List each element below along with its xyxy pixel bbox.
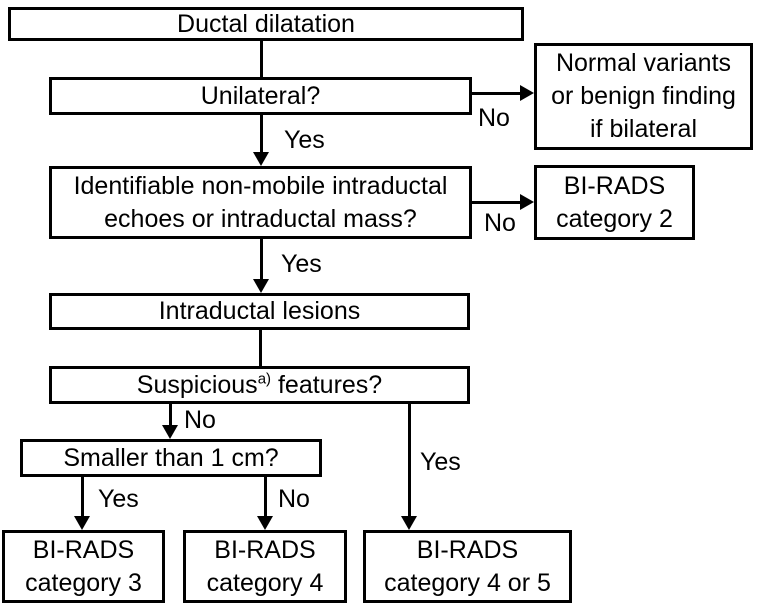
edge-label-unilateral-no: No	[478, 104, 510, 132]
arrowhead-smaller-to-birads3	[74, 516, 90, 530]
node-birads-category-4: BI-RADS category 4	[183, 530, 347, 603]
connector-lesions-to-suspicious	[259, 330, 262, 366]
node-birads-category-4-line2: category 4	[206, 568, 324, 597]
connector-suspicious-to-smaller	[169, 404, 172, 426]
arrowhead-identifiable-to-lesions	[253, 279, 269, 293]
node-unilateral: Unilateral?	[49, 77, 472, 115]
node-birads-category-3: BI-RADS category 3	[2, 530, 165, 603]
edge-label-suspicious-no: No	[184, 406, 216, 434]
node-birads-category-4-or-5-line1: BI-RADS	[416, 535, 519, 564]
node-normal-variants: Normal variants or benign finding if bil…	[534, 43, 753, 150]
node-intraductal-lesions: Intraductal lesions	[49, 293, 470, 330]
connector-smaller-to-birads3	[81, 477, 84, 517]
arrowhead-suspicious-to-smaller	[162, 425, 178, 439]
node-suspicious-features: Suspiciousa) features?	[49, 366, 470, 404]
node-normal-variants-line2: or benign finding	[551, 82, 736, 110]
node-suspicious-features-text: Suspiciousa) features?	[137, 369, 382, 402]
arrowhead-suspicious-to-birads45	[401, 516, 417, 530]
suspicious-footnote-marker: a)	[257, 370, 272, 388]
edge-label-unilateral-yes: Yes	[284, 126, 325, 154]
node-smaller-than-1cm: Smaller than 1 cm?	[20, 439, 322, 477]
connector-unilateral-to-identifiable	[260, 115, 263, 153]
node-birads-category-2: BI-RADS category 2	[534, 165, 695, 240]
edge-label-identifiable-yes: Yes	[281, 250, 322, 278]
node-intraductal-lesions-label: Intraductal lesions	[158, 297, 361, 325]
edge-label-smaller-no: No	[278, 485, 310, 513]
node-identifiable-echoes: Identifiable non-mobile intraductal echo…	[49, 166, 472, 239]
node-normal-variants-line3: if bilateral	[590, 115, 697, 143]
node-birads-category-2-line1: BI-RADS	[563, 171, 666, 200]
connector-suspicious-to-birads45	[408, 404, 411, 517]
connector-identifiable-to-lesions	[260, 239, 263, 280]
edge-label-identifiable-no: No	[484, 209, 516, 237]
suspicious-features-word: features?	[271, 370, 383, 399]
arrowhead-identifiable-to-birads2	[520, 194, 534, 210]
node-ductal-dilatation-label: Ductal dilatation	[177, 9, 355, 38]
node-birads-category-4-line1: BI-RADS	[214, 535, 316, 564]
connector-ductal-to-unilateral	[260, 41, 263, 77]
node-unilateral-label: Unilateral?	[200, 81, 321, 110]
suspicious-word: Suspicious	[136, 370, 258, 399]
node-birads-category-2-line2: category 2	[556, 204, 673, 233]
arrowhead-smaller-to-birads4	[257, 516, 273, 530]
connector-unilateral-to-normal-variants	[472, 92, 521, 95]
node-birads-category-4-or-5: BI-RADS category 4 or 5	[363, 530, 572, 603]
node-normal-variants-line1: Normal variants	[555, 49, 732, 77]
node-ductal-dilatation: Ductal dilatation	[8, 7, 524, 41]
edge-label-smaller-yes: Yes	[98, 485, 139, 513]
node-smaller-than-1cm-label: Smaller than 1 cm?	[63, 443, 279, 472]
connector-smaller-to-birads4	[264, 477, 267, 517]
edge-label-suspicious-yes: Yes	[420, 448, 461, 476]
node-birads-category-3-line1: BI-RADS	[32, 535, 135, 564]
connector-identifiable-to-birads2	[472, 201, 521, 204]
node-birads-category-3-line2: category 3	[25, 568, 142, 597]
arrowhead-unilateral-to-normal-variants	[520, 85, 534, 101]
node-birads-category-4-or-5-line2: category 4 or 5	[384, 568, 551, 597]
node-identifiable-echoes-line1: Identifiable non-mobile intraductal	[73, 171, 448, 200]
node-identifiable-echoes-line2: echoes or intraductal mass?	[104, 204, 417, 233]
arrowhead-unilateral-to-identifiable	[253, 152, 269, 166]
